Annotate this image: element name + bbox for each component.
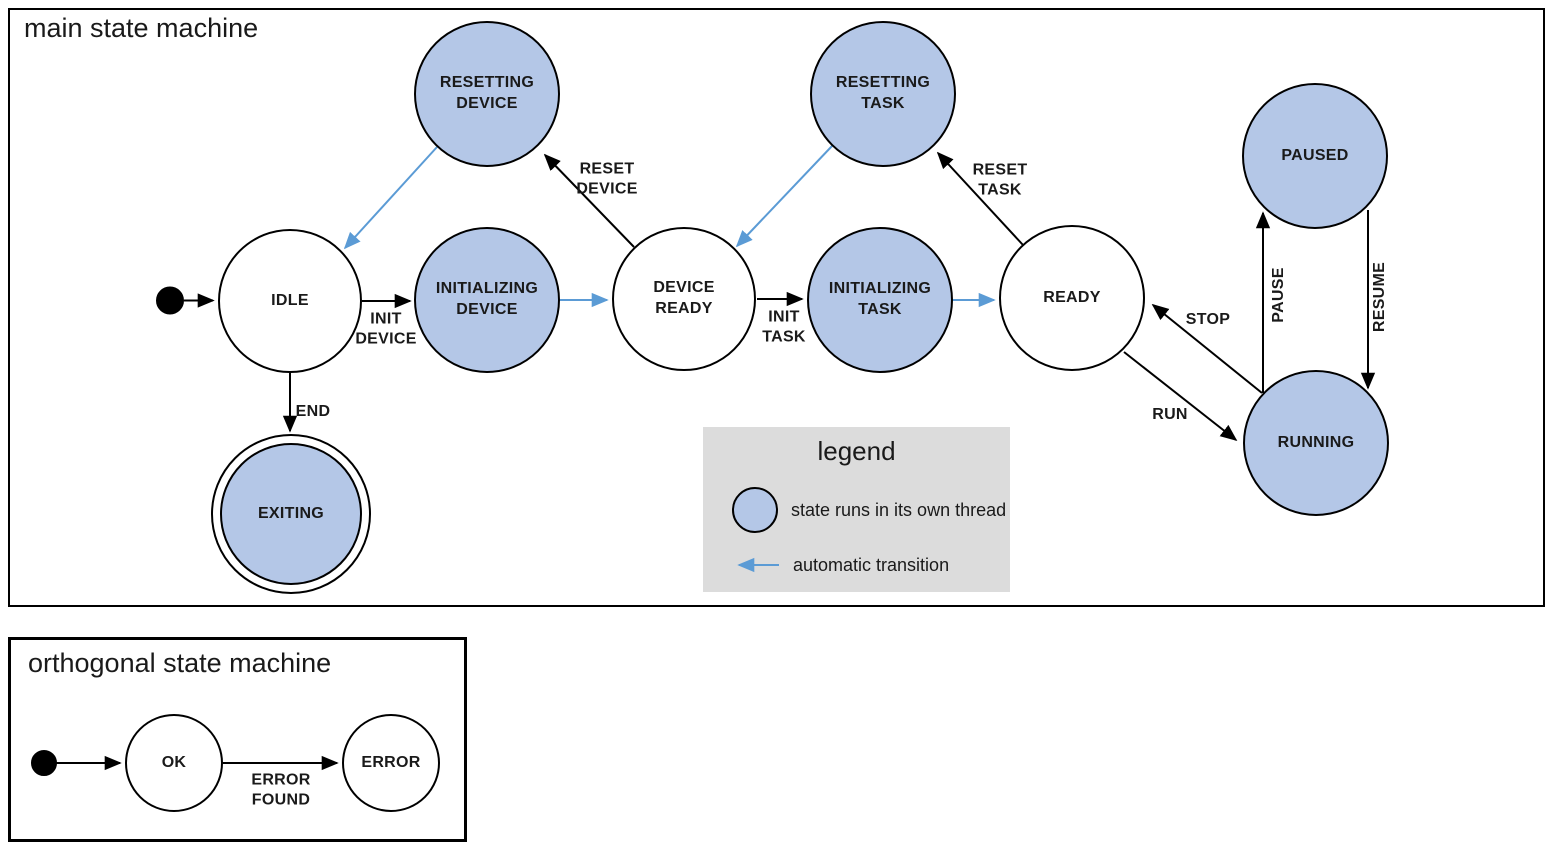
main-state-machine-panel — [8, 8, 1545, 607]
transition-reset-device — [543, 153, 635, 248]
edge-label-pause: PAUSE — [1269, 267, 1287, 323]
state-node-device-ready: DEVICE READY — [612, 227, 756, 371]
legend-title: legend — [817, 436, 896, 466]
initial-state-dot — [31, 750, 57, 776]
orthogonal-machine-title: orthogonal state machine — [28, 648, 332, 678]
orthogonal-state-machine-panel — [8, 637, 467, 842]
state-node-resetting-device: RESETTING DEVICE — [414, 21, 560, 167]
main-machine-title: main state machine — [24, 13, 259, 43]
threaded-state-icon — [732, 487, 778, 533]
automatic-transition-icon — [737, 557, 779, 573]
edge-label-error-found: ERROR FOUND — [251, 771, 311, 809]
auto-transition-resetting-task-to-device-ready — [735, 145, 833, 248]
legend-auto-label: automatic transition — [793, 555, 950, 575]
state-node-idle: IDLE — [218, 229, 362, 373]
edge-label-reset-device: RESET DEVICE — [576, 160, 638, 198]
transition-run — [1123, 351, 1238, 442]
state-node-exiting: EXITING — [220, 443, 362, 585]
edge-label-run: RUN — [1152, 405, 1188, 423]
auto-transition-resetting-device-to-idle — [343, 146, 438, 250]
edge-label-reset-task: RESET TASK — [972, 161, 1028, 199]
edge-label-resume: RESUME — [1370, 261, 1388, 333]
state-node-initializing-task: INITIALIZING TASK — [807, 227, 953, 373]
edge-label-init-task: INIT TASK — [762, 308, 806, 346]
state-node-paused: PAUSED — [1242, 83, 1388, 229]
edge-label-stop: STOP — [1185, 310, 1231, 328]
state-node-initializing-device: INITIALIZING DEVICE — [414, 227, 560, 373]
legend-thread-label: state runs in its own thread — [791, 500, 1007, 520]
state-node-resetting-task: RESETTING TASK — [810, 21, 956, 167]
legend-box: legend state runs in its own thread auto… — [703, 427, 1010, 592]
state-node-ready: READY — [999, 225, 1145, 371]
state-node-ok: OK — [125, 714, 223, 812]
initial-state-dot — [156, 286, 184, 315]
state-node-error: ERROR — [342, 714, 440, 812]
edge-label-end: END — [295, 402, 331, 420]
state-node-running: RUNNING — [1243, 370, 1389, 516]
edge-label-init-device: INIT DEVICE — [355, 310, 417, 348]
transition-reset-task — [936, 151, 1024, 246]
transition-stop — [1151, 303, 1263, 394]
